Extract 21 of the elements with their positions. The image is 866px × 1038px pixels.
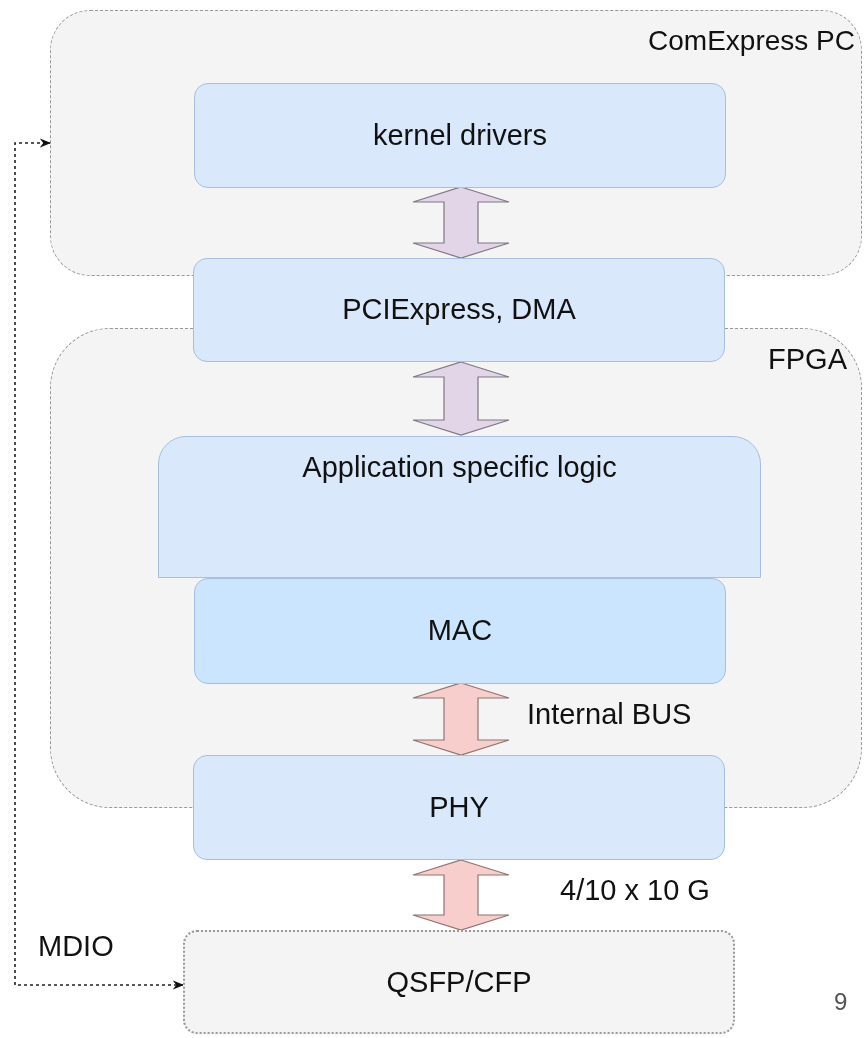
connector-arrow xyxy=(14,138,185,990)
group-heading: ComExpress PC xyxy=(648,25,855,57)
process-box xyxy=(194,578,726,684)
page-number: 9 xyxy=(834,988,848,1016)
double-arrow xyxy=(412,859,510,931)
double-arrow xyxy=(412,361,510,436)
box-label: PCIExpress, DMA xyxy=(341,293,577,326)
process-box xyxy=(158,436,761,578)
group-panel xyxy=(50,10,862,276)
process-box xyxy=(193,755,725,860)
group-heading: Application specific logic xyxy=(301,451,618,484)
box-label: kernel drivers xyxy=(371,118,549,152)
double-arrow xyxy=(412,186,510,259)
group-heading: FPGA xyxy=(768,343,847,376)
box-label: QSFP/CFP xyxy=(385,966,533,999)
double-arrow xyxy=(412,682,510,756)
module-box xyxy=(183,930,735,1034)
process-box xyxy=(193,258,725,362)
box-label: MAC xyxy=(426,614,494,647)
box-label: PHY xyxy=(428,790,490,824)
process-box xyxy=(194,83,726,188)
